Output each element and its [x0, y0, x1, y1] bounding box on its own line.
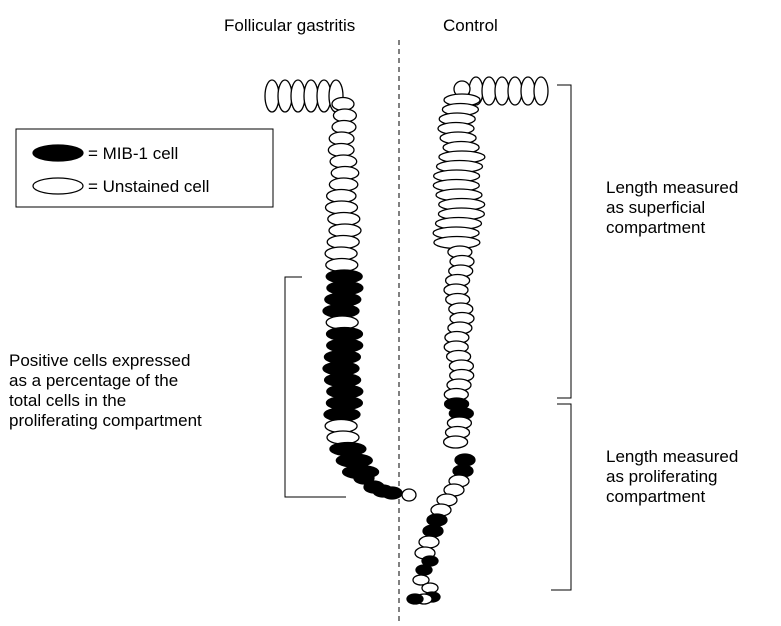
- stained-cell: [407, 594, 423, 604]
- stained-cell: [423, 525, 443, 537]
- unstained-cell: [521, 77, 535, 105]
- unstained-cell: [278, 80, 292, 112]
- positive-cells-line-1: Positive cells expressed: [9, 351, 190, 370]
- unstained-cell: [482, 77, 496, 105]
- superficial-line-2: as superficial: [606, 198, 705, 217]
- proliferating-line-3: compartment: [606, 487, 705, 506]
- superficial-line-3: compartment: [606, 218, 705, 237]
- follicular-gastritis-title: Follicular gastritis: [224, 16, 355, 35]
- positive-cells-line-3: total cells in the: [9, 391, 126, 410]
- stained-cell-swatch: [33, 145, 83, 161]
- unstained-cell: [419, 536, 439, 548]
- unstained-cell: [534, 77, 548, 105]
- crypt-cells: [265, 77, 548, 604]
- positive-cells-line-4: proliferating compartment: [9, 411, 202, 430]
- stained-cell: [382, 487, 402, 499]
- stained-cell: [455, 454, 475, 466]
- legend: = MIB-1 cell = Unstained cell: [16, 129, 273, 207]
- stained-cell: [416, 565, 432, 575]
- positive-cells-annotation: Positive cells expressed as a percentage…: [9, 351, 202, 430]
- unstained-cell-swatch: [33, 178, 83, 194]
- proliferating-line-1: Length measured: [606, 447, 738, 466]
- stained-cell: [330, 443, 366, 456]
- stained-cell: [427, 514, 447, 526]
- unstained-cell: [327, 431, 359, 444]
- superficial-line-1: Length measured: [606, 178, 738, 197]
- legend-stained-label: = MIB-1 cell: [88, 144, 178, 163]
- unstained-cell: [402, 489, 416, 501]
- stained-cell: [336, 454, 372, 467]
- unstained-cell: [495, 77, 509, 105]
- control-title: Control: [443, 16, 498, 35]
- proliferating-line-2: as proliferating: [606, 467, 718, 486]
- proliferating-bracket-right: [551, 404, 571, 590]
- positive-cells-line-2: as a percentage of the: [9, 371, 178, 390]
- unstained-cell: [304, 80, 318, 112]
- legend-unstained-label: = Unstained cell: [88, 177, 209, 196]
- superficial-bracket: [557, 85, 571, 398]
- superficial-annotation: Length measured as superficial compartme…: [606, 178, 743, 237]
- unstained-cell: [291, 80, 305, 112]
- unstained-cell: [265, 80, 279, 112]
- proliferating-annotation: Length measured as proliferating compart…: [606, 447, 743, 506]
- unstained-cell: [508, 77, 522, 105]
- unstained-cell: [444, 436, 468, 448]
